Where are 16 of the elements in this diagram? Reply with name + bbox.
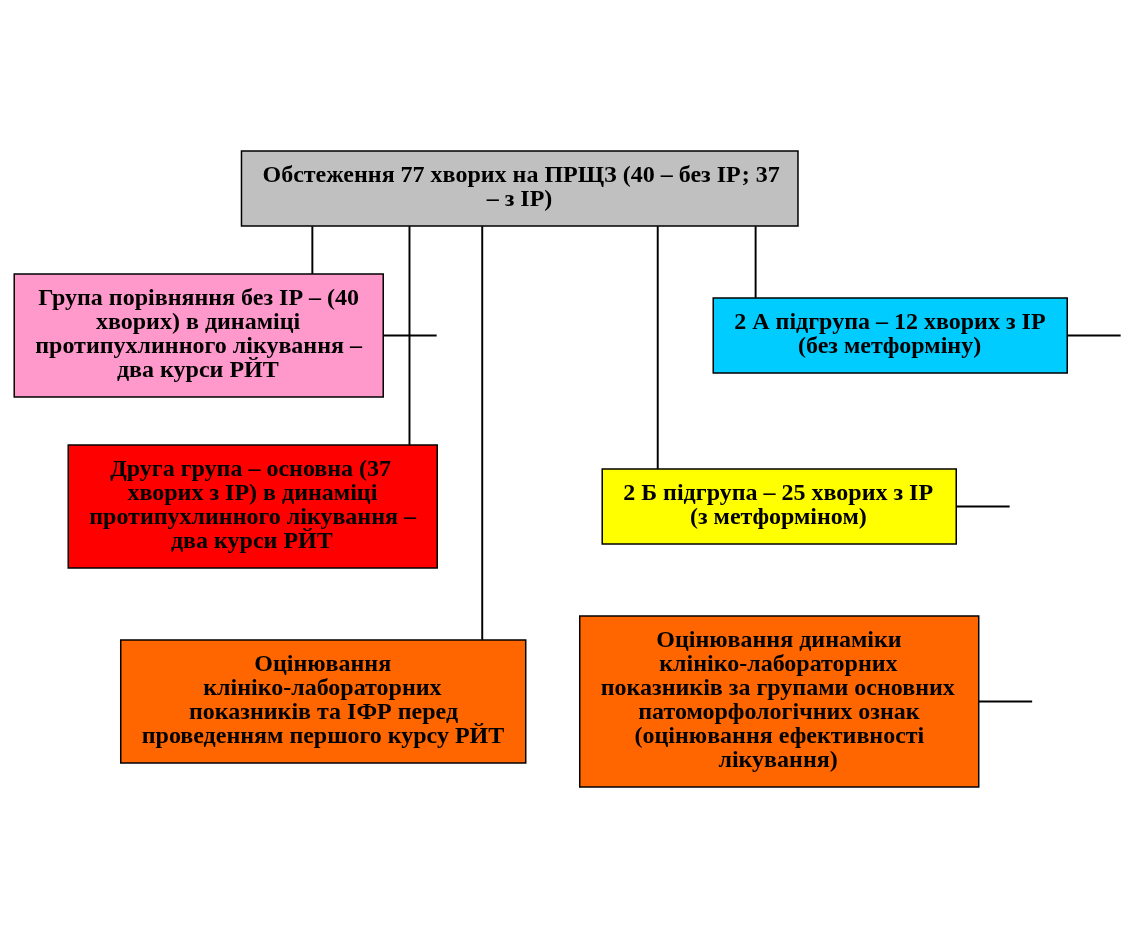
node-box: Друга група – основна (37 хворих з ІР) в динаміці протипухлинного лікування – два курси РЙТ bbox=[67, 444, 438, 569]
node-box: 2 Б підгрупа – 25 хворих з ІР (з метформіном) bbox=[601, 468, 957, 545]
connector bbox=[481, 225, 484, 641]
node-box: 2 А підгрупа – 12 хворих з ІР (без метформіну) bbox=[712, 297, 1068, 374]
node-box: Група порівняння без ІР – (40 хворих) в динаміці протипухлинного лікування – два курси РЙТ bbox=[13, 273, 384, 398]
connector bbox=[311, 225, 314, 275]
connector bbox=[408, 225, 411, 446]
connector bbox=[382, 334, 438, 337]
connector bbox=[656, 225, 659, 470]
connector bbox=[955, 505, 1011, 508]
connector bbox=[1066, 334, 1122, 337]
node-box: Оцінювання динаміки клініко-лабораторних показників за групами основних патоморфологічних ознак (оцінювання ефективності лікування) bbox=[579, 615, 980, 788]
connector bbox=[978, 700, 1034, 703]
connector bbox=[754, 225, 757, 299]
node-box: Оцінювання клініко-лабораторних показників та ІФР перед проведенням першого курсу РЙТ bbox=[120, 639, 527, 764]
node-box: Обстеження 77 хворих на ПРЩЗ (40 – без ІР; 37 – з ІР) bbox=[240, 150, 799, 227]
